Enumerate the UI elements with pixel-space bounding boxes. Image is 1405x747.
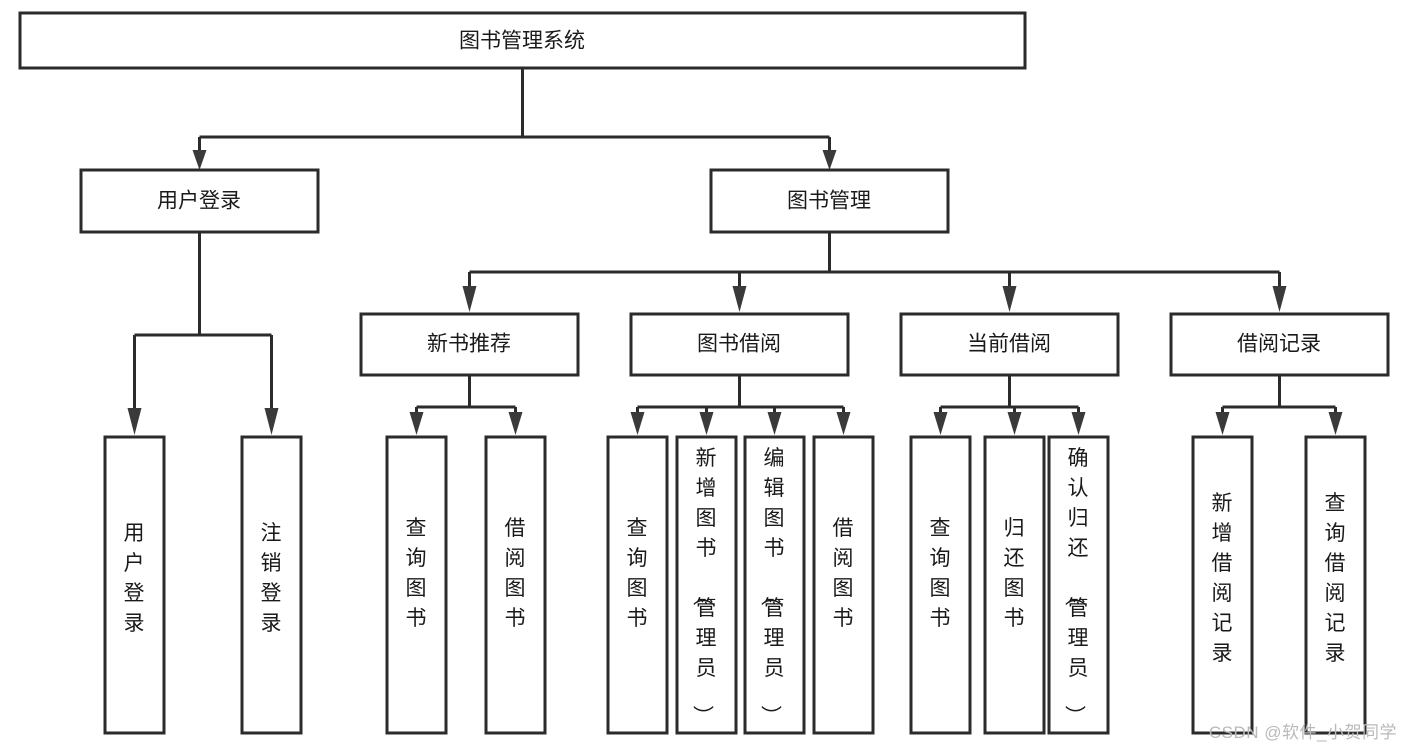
node-leaf-query-record-box[interactable] — [1304, 435, 1367, 735]
node-borrow-record-box[interactable] — [1169, 312, 1390, 377]
arrow-head-leaf-confirm-return — [1071, 412, 1086, 435]
arrow-head-leaf-borrow-book — [836, 412, 851, 435]
leaf-nodes-layer: 用户登录 注销登录 查询图书 借阅图书 查询图书 新增图书（管理员） — [103, 435, 1367, 735]
node-current-borrow[interactable]: 当前借阅 — [899, 312, 1120, 377]
node-new-book-rec-label: 新书推荐 — [427, 333, 511, 356]
node-current-borrow-label: 当前借阅 — [967, 333, 1051, 356]
arrow-head-leaf-user-logout — [264, 408, 279, 435]
node-leaf-query-book-cur[interactable]: 查询图书 — [909, 435, 972, 735]
node-leaf-query-book-rec-box[interactable] — [385, 435, 448, 735]
node-user-login-box[interactable] — [79, 168, 320, 234]
node-leaf-user-login-box[interactable] — [103, 435, 166, 735]
node-leaf-confirm-return-box[interactable] — [1047, 435, 1110, 735]
node-leaf-add-book-label: 新增图书（管理员） — [691, 447, 717, 726]
node-leaf-return-book-label: 归还图书 — [1004, 517, 1025, 630]
node-leaf-query-book-borrow-label: 查询图书 — [627, 517, 648, 630]
node-book-manage-label: 图书管理 — [787, 190, 871, 213]
arrow-head-leaf-user-login — [127, 408, 142, 435]
node-new-book-rec-box[interactable] — [359, 312, 580, 377]
node-leaf-confirm-return[interactable]: 确认归还（管理员） — [1047, 435, 1110, 735]
arrow-head-borrow-record — [1272, 286, 1287, 312]
node-current-borrow-box[interactable] — [899, 312, 1120, 377]
node-leaf-user-logout-box[interactable] — [240, 435, 303, 735]
arrow-head-leaf-query-book-cur — [933, 412, 948, 435]
node-leaf-query-book-borrow[interactable]: 查询图书 — [606, 435, 669, 735]
node-leaf-borrow-book[interactable]: 借阅图书 — [812, 435, 875, 735]
node-leaf-query-record[interactable]: 查询借阅记录 — [1304, 435, 1367, 735]
node-book-borrow-box[interactable] — [629, 312, 850, 377]
node-leaf-add-book-box[interactable] — [675, 435, 738, 735]
node-user-login-label: 用户登录 — [157, 190, 241, 213]
node-leaf-add-record-box[interactable] — [1191, 435, 1254, 735]
node-new-book-rec[interactable]: 新书推荐 — [359, 312, 580, 377]
node-leaf-edit-book-label: 编辑图书（管理员） — [759, 447, 785, 726]
node-book-borrow[interactable]: 图书借阅 — [629, 312, 850, 377]
node-leaf-borrow-book-box[interactable] — [812, 435, 875, 735]
arrow-head-book-manage — [822, 150, 837, 170]
node-borrow-record[interactable]: 借阅记录 — [1169, 312, 1390, 377]
arrow-head-leaf-add-book — [699, 412, 714, 435]
node-book-borrow-label: 图书借阅 — [697, 333, 781, 356]
node-leaf-add-record-label: 新增借阅记录 — [1212, 492, 1233, 665]
node-leaf-query-record-label: 查询借阅记录 — [1325, 492, 1346, 665]
node-leaf-add-record[interactable]: 新增借阅记录 — [1191, 435, 1254, 735]
node-leaf-confirm-return-label: 确认归还（管理员） — [1063, 447, 1089, 726]
connector-layer — [127, 68, 1343, 435]
node-leaf-borrow-book-rec-label: 借阅图书 — [505, 517, 526, 630]
arrow-head-book-borrow — [732, 286, 747, 312]
node-leaf-query-book-cur-box[interactable] — [909, 435, 972, 735]
arrow-head-leaf-add-record — [1215, 412, 1230, 435]
node-book-manage-box[interactable] — [709, 168, 950, 234]
arrow-head-new-book-rec — [462, 286, 477, 312]
node-borrow-record-label: 借阅记录 — [1237, 333, 1321, 356]
node-user-login[interactable]: 用户登录 — [79, 168, 320, 234]
node-leaf-edit-book[interactable]: 编辑图书（管理员） — [743, 435, 806, 735]
node-book-manage[interactable]: 图书管理 — [709, 168, 950, 234]
node-leaf-query-book-cur-label: 查询图书 — [930, 517, 951, 630]
node-leaf-return-book-box[interactable] — [983, 435, 1046, 735]
node-leaf-borrow-book-rec[interactable]: 借阅图书 — [484, 435, 547, 735]
node-root[interactable]: 图书管理系统 — [18, 11, 1027, 70]
arrow-head-leaf-query-record — [1328, 412, 1343, 435]
arrow-head-current-borrow — [1002, 286, 1017, 312]
node-leaf-edit-book-box[interactable] — [743, 435, 806, 735]
arrow-head-user-login — [192, 150, 207, 170]
node-root-label: 图书管理系统 — [459, 30, 585, 53]
node-leaf-borrow-book-label: 借阅图书 — [833, 517, 854, 630]
arrow-head-leaf-borrow-book-rec — [508, 412, 523, 435]
node-leaf-user-login[interactable]: 用户登录 — [103, 435, 166, 735]
node-leaf-return-book[interactable]: 归还图书 — [983, 435, 1046, 735]
arrow-head-leaf-query-book-rec — [409, 412, 424, 435]
arrow-head-leaf-query-book-borrow — [630, 412, 645, 435]
arrow-head-leaf-return-book — [1007, 412, 1022, 435]
node-leaf-add-book[interactable]: 新增图书（管理员） — [675, 435, 738, 735]
node-leaf-user-login-label: 用户登录 — [124, 522, 145, 635]
node-leaf-borrow-book-rec-box[interactable] — [484, 435, 547, 735]
node-leaf-user-logout-label: 注销登录 — [261, 522, 282, 635]
node-leaf-user-logout[interactable]: 注销登录 — [240, 435, 303, 735]
node-leaf-query-book-rec-label: 查询图书 — [406, 517, 427, 630]
arrow-head-leaf-edit-book — [767, 412, 782, 435]
node-root-box[interactable] — [18, 11, 1027, 70]
node-leaf-query-book-rec[interactable]: 查询图书 — [385, 435, 448, 735]
node-leaf-query-book-borrow-box[interactable] — [606, 435, 669, 735]
